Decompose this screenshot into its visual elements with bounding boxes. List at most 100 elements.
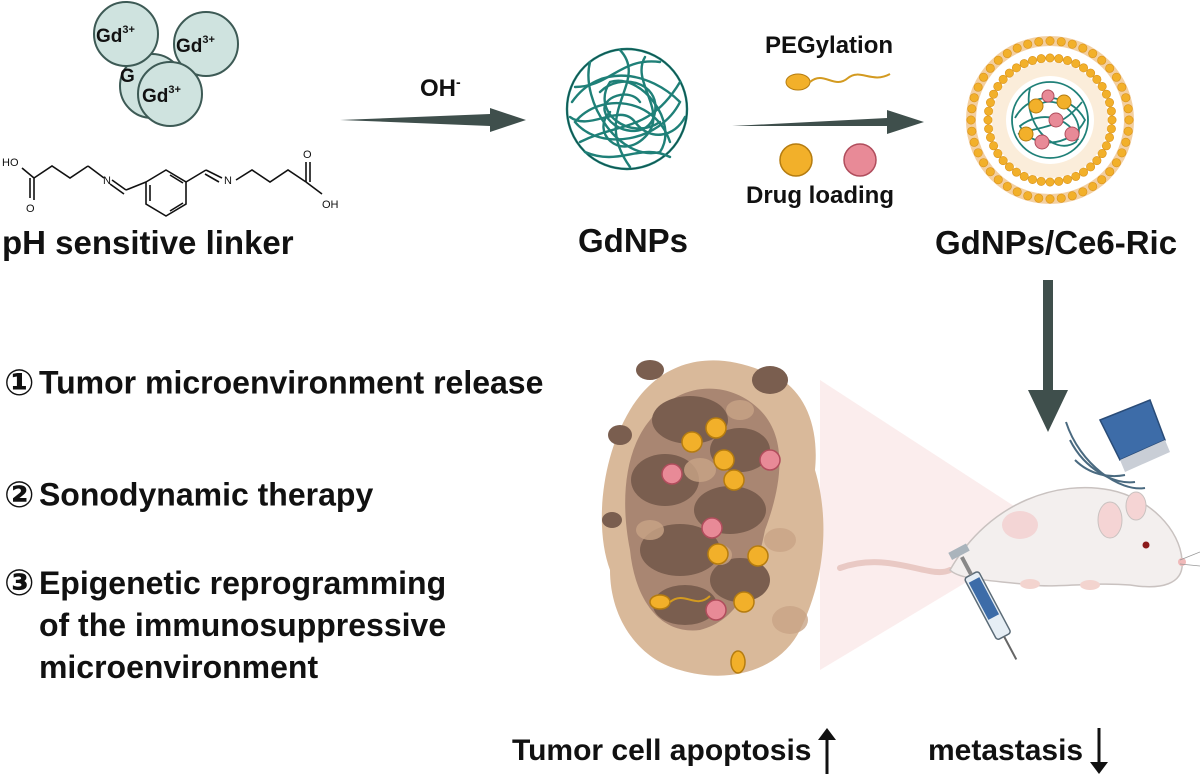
linker-n-left: N — [103, 175, 111, 187]
gdnps-label: GdNPs — [578, 222, 689, 259]
lipid-head — [1045, 194, 1055, 204]
lipid-head — [1019, 59, 1029, 69]
gd-ion-partial-label: G — [120, 66, 135, 87]
reagent-text: OH — [420, 75, 456, 102]
lipid-head — [1045, 53, 1055, 63]
lipid-head — [1121, 93, 1131, 103]
lipid-head — [1105, 167, 1115, 177]
lipid-head — [1004, 68, 1014, 78]
lipid-head — [1079, 63, 1089, 73]
lipid-head — [984, 124, 994, 134]
lipid-head — [993, 175, 1003, 185]
gd-ion-icon — [173, 11, 239, 77]
lipid-head — [986, 132, 996, 142]
lipid-head — [1056, 37, 1066, 47]
linker-ho: HO — [2, 157, 19, 169]
lipid-head — [1106, 124, 1116, 134]
lipid-head — [1106, 106, 1116, 116]
lipid-head — [1011, 167, 1021, 177]
lipid-head — [1117, 82, 1127, 92]
arrow-down-icon — [1089, 728, 1108, 774]
lipid-head — [1056, 193, 1066, 203]
linker-oh: OH — [322, 199, 339, 211]
outcome-apoptosis-text: Tumor cell apoptosis — [512, 734, 812, 767]
svg-text:Gd3+: Gd3+ — [176, 34, 215, 57]
pegylation-label: PEGylation — [765, 32, 894, 59]
lipid-head — [993, 81, 1003, 91]
svg-text:Gd3+: Gd3+ — [96, 24, 135, 47]
drug-loading-label: Drug loading — [746, 182, 894, 209]
lipid-head — [1086, 162, 1096, 172]
lipid-head — [1054, 176, 1064, 186]
lipid-head — [1019, 171, 1029, 181]
lipid-head — [989, 89, 999, 99]
lipid-head — [993, 55, 1003, 65]
gd-ion-label: Gd — [176, 36, 202, 57]
mechanism-marker-2: ② — [4, 474, 35, 515]
lipid-head — [967, 104, 977, 114]
mechanism-text-1: Tumor microenvironment release — [38, 364, 544, 401]
lipid-head — [1086, 68, 1096, 78]
mechanism-text-3-line-1: Epigenetic reprogramming — [38, 565, 447, 601]
lipid-head — [967, 126, 977, 136]
lipid-head — [1097, 175, 1107, 185]
lipid-head — [1004, 162, 1014, 172]
linker-label: pH sensitive linker — [2, 224, 294, 261]
linker-n-right: N — [224, 175, 232, 187]
arrow-up-icon — [817, 728, 836, 774]
lipid-head — [1097, 55, 1107, 65]
lipid-head — [1071, 171, 1081, 181]
outcome-metastasis: metastasis — [928, 728, 1110, 774]
lipid-head — [1123, 104, 1133, 114]
lipid-head — [1062, 174, 1072, 184]
lipid-head — [998, 156, 1008, 166]
lipid-head — [986, 98, 996, 108]
lipid-head — [1107, 115, 1117, 125]
lipid-head — [1097, 81, 1107, 91]
product-label: GdNPs/Ce6-Ric — [935, 224, 1178, 261]
lipid-head — [969, 93, 979, 103]
lipid-head — [1111, 72, 1121, 82]
mechanism-item-1: ① Tumor microenvironment release — [4, 362, 543, 404]
pH-linker-structure-icon: HO O N N O OH — [2, 149, 339, 217]
svg-text:Gd3+: Gd3+ — [142, 84, 181, 107]
tumor-tissue-icon — [601, 360, 824, 676]
lipid-head — [973, 148, 983, 158]
ultrasound-probe-icon — [1098, 399, 1170, 472]
gd-ion-label: Gd — [142, 86, 168, 107]
reaction-arrow-2 — [732, 110, 924, 134]
lipid-head — [1045, 36, 1055, 46]
ric-drug-icon — [843, 143, 877, 177]
lipid-head — [1117, 148, 1127, 158]
ultrasound-waves — [1065, 421, 1146, 490]
lipid-head — [1092, 74, 1102, 84]
lipid-head — [1105, 63, 1115, 73]
lipid-head — [1002, 181, 1012, 191]
gd-ion-charge: 3+ — [122, 24, 135, 36]
mechanism-text-2: Sonodynamic therapy — [38, 476, 374, 513]
lipid-head — [1067, 191, 1077, 201]
lipid-head — [1002, 49, 1012, 59]
lipid-head — [1028, 56, 1038, 66]
lipid-head — [1078, 187, 1088, 197]
lipid-head — [1034, 37, 1044, 47]
lipid-head — [1023, 39, 1033, 49]
lipid-head — [1067, 39, 1077, 49]
mechanism-text-3-line-2: of the immunosuppressive — [38, 607, 447, 643]
lipid-head — [1121, 137, 1131, 147]
lipid-head — [966, 115, 976, 125]
lipid-head — [1123, 126, 1133, 136]
gdnp-coil-icon — [565, 47, 689, 171]
gd-ion-charge: 3+ — [168, 84, 181, 96]
lipid-head — [1045, 177, 1055, 187]
lipid-head — [1101, 141, 1111, 151]
lipid-head — [1104, 132, 1114, 142]
mechanism-item-2: ② Sonodynamic therapy — [4, 474, 373, 516]
lipid-head — [984, 106, 994, 116]
gd-ion-cluster: Gd3+ Gd3+ G Gd3+ — [93, 1, 239, 127]
lipid-head — [1054, 54, 1064, 64]
mechanism-marker-1: ① — [4, 362, 35, 403]
lipid-head — [1111, 158, 1121, 168]
mechanism-marker-3: ③ — [4, 562, 35, 603]
lipid-head — [983, 115, 993, 125]
